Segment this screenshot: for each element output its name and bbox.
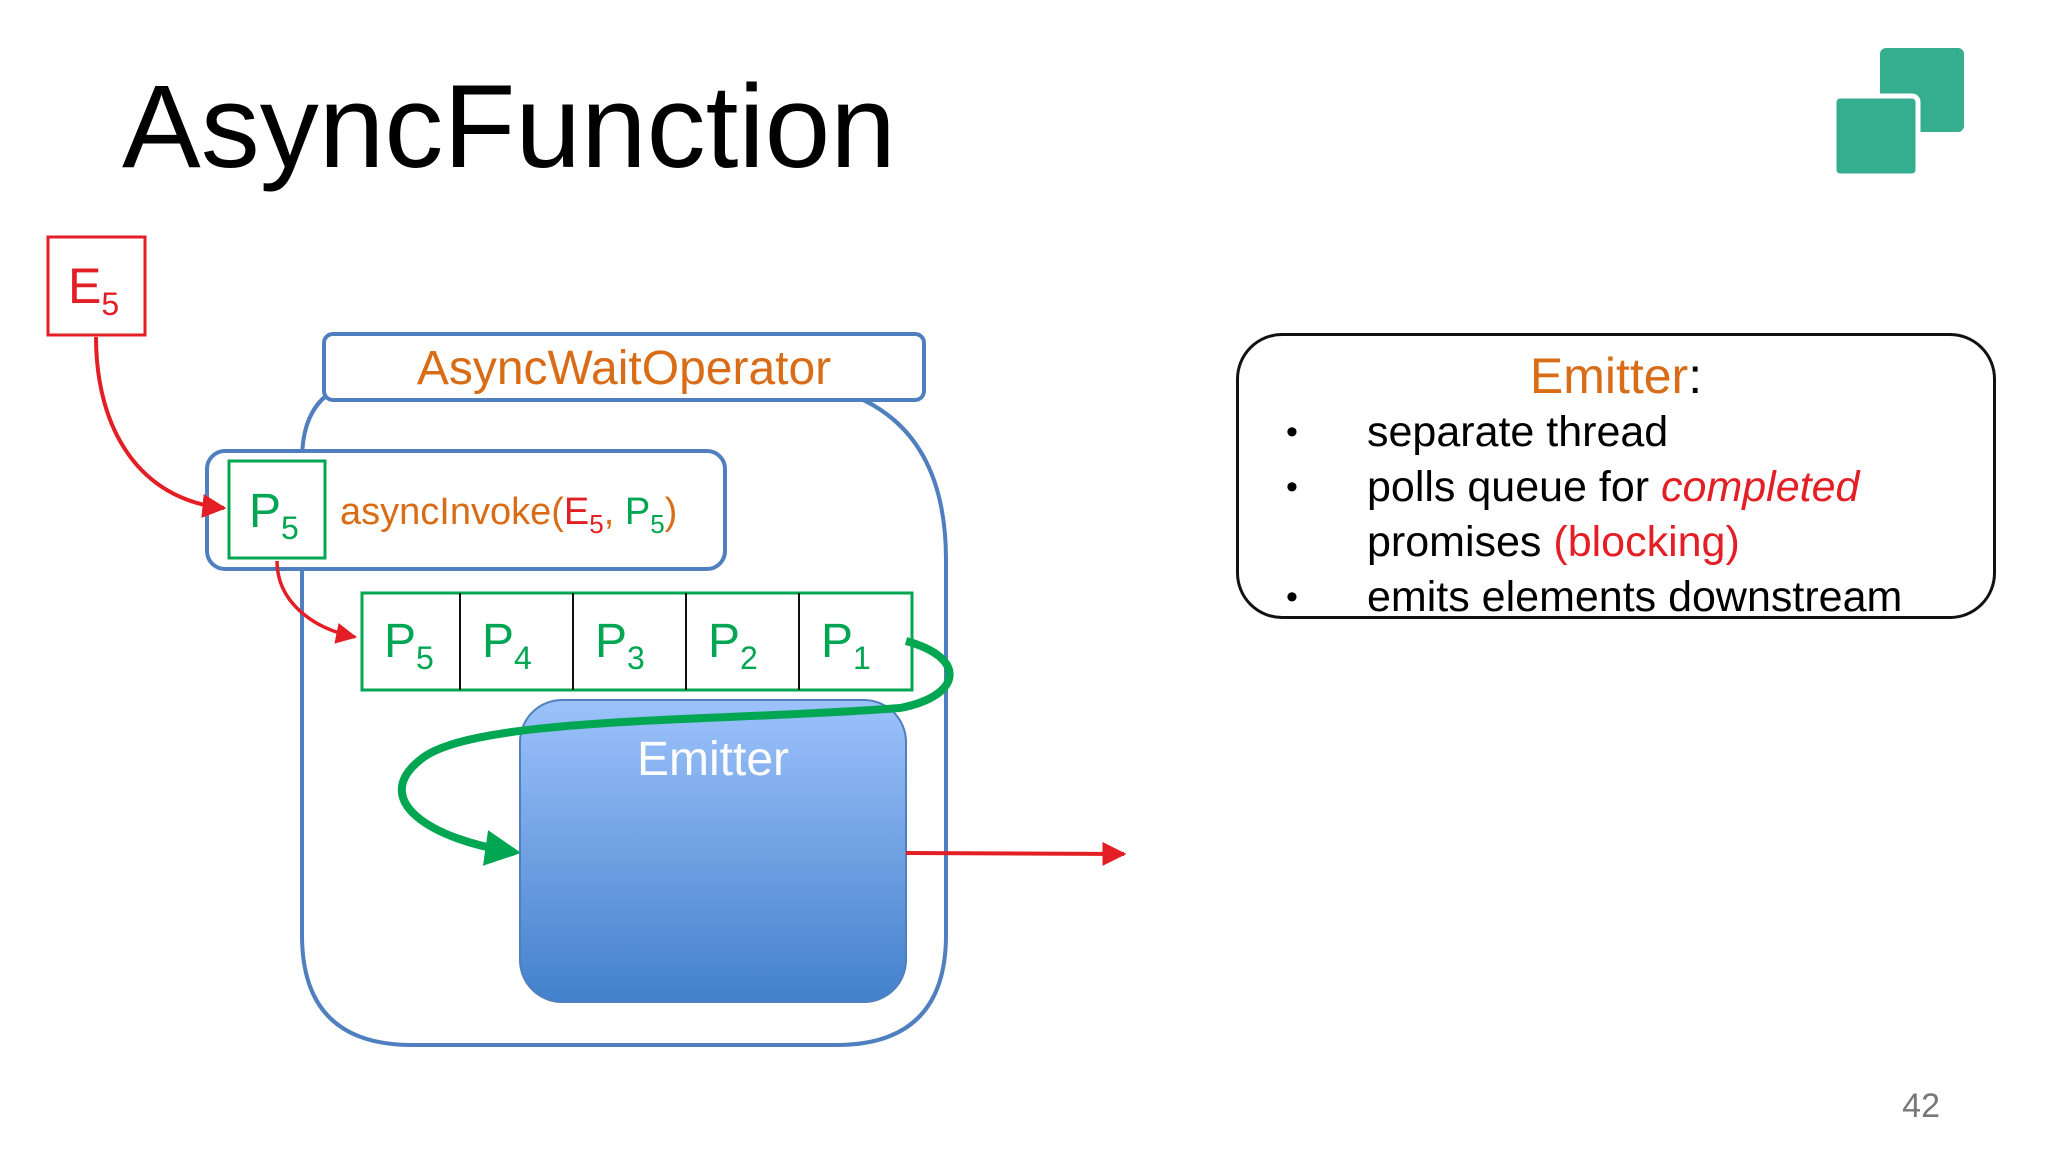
operator-label: AsyncWaitOperator <box>417 342 831 395</box>
note-item-2: • polls queue for completed <box>1239 460 1993 515</box>
invoke-promise-box <box>227 459 327 560</box>
bullet-icon: • <box>1286 468 1298 506</box>
bullet-icon: • <box>1286 578 1298 616</box>
queue-promise-2: P4 <box>482 615 532 676</box>
output-arrow <box>905 841 1127 866</box>
invoke-call-text: asyncInvoke(E5, P5) <box>340 491 677 539</box>
emitter-note-list: • separate thread • polls queue for complet… <box>1239 405 1993 625</box>
note-item-text: promises (blocking) <box>1367 518 1740 566</box>
emitter-note-title: Emitter: <box>1529 348 1703 404</box>
note-item-text: separate thread <box>1367 408 1669 456</box>
note-item-4: • emits elements downstream <box>1239 570 1993 625</box>
note-item-3: promises (blocking) <box>1239 515 1993 570</box>
queue-frame <box>360 591 914 692</box>
queue-promise-1: P5 <box>384 615 434 676</box>
input-element-box <box>46 235 147 337</box>
stacked-squares-logo-icon <box>1831 48 1964 178</box>
queue-promise-5: P1 <box>821 615 871 676</box>
queue-promise-4: P2 <box>708 615 758 676</box>
note-item-1: • separate thread <box>1239 405 1993 460</box>
note-item-highlight: (blocking) <box>1553 518 1740 566</box>
note-item-text: emits elements downstream <box>1367 573 1903 621</box>
queue-promise-3: P3 <box>595 615 645 676</box>
promise-queue: P5 P4 P3 P2 P1 <box>360 591 914 692</box>
note-item-text: polls queue for completed <box>1367 463 1860 511</box>
slide-title: AsyncFunction <box>122 61 896 193</box>
emitter-label: Emitter <box>637 733 789 786</box>
input-arrow <box>94 336 227 518</box>
invoke-promise-label: P5 <box>249 485 299 546</box>
page-number: 42 <box>1902 1087 1940 1125</box>
note-item-highlight: completed <box>1661 463 1860 511</box>
bullet-icon: • <box>1286 413 1298 451</box>
operator-label-box <box>322 332 926 402</box>
enqueue-arrow <box>275 560 358 644</box>
input-element-label: E5 <box>68 258 119 322</box>
emitter-note: Emitter: • separate thread • polls queue fo… <box>1236 333 1996 621</box>
completed-promise-arrow <box>397 637 954 866</box>
